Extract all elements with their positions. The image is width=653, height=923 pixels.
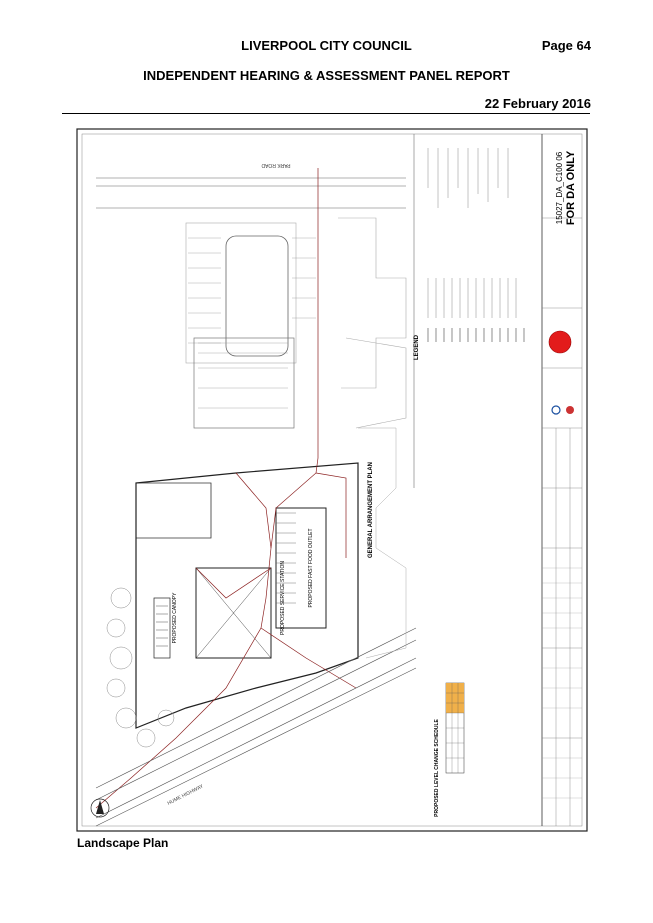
carpark-bays [188,237,316,344]
north-arrow [90,798,110,818]
page-number: Page 64 [541,38,591,53]
hume-highway [95,627,417,827]
sheet-inner-border [81,133,583,827]
plan-title: GENERAL ARRANGEMENT PLAN [368,462,374,558]
existing-carpark [225,235,289,357]
figure-caption: Landscape Plan [77,836,169,850]
schedule-highlight [446,683,464,713]
canopy-cross-2 [195,567,272,659]
titleblock-tick-rows [542,567,582,799]
neighbour-lots [185,217,407,429]
titleblock-rows [542,217,582,826]
report-date: 22 February 2016 [484,96,591,111]
site-plan-drawing: FOR DA ONLY 15027_DA_C100 06 LEGEND [76,128,588,832]
company-logo-mark [548,330,572,354]
legend-text-lines [427,148,517,318]
existing-building [193,337,295,429]
pylon-sign [153,597,171,659]
consultant-logo-dot [566,406,574,414]
schedule-rows [446,683,464,773]
consultant-logo-mark [551,405,561,415]
legend-entries [427,328,525,342]
sheet-border [76,128,588,832]
pylon-sign-hatch [156,605,168,647]
north-arrow-pointer [96,800,104,814]
fast-food-hatch [276,512,296,604]
drawing-number: 15027_DA_C100 06 [555,151,564,224]
service-station-label: PROPOSED SERVICE STATION [280,561,286,635]
site-boundary [135,462,359,729]
council-name: LIVERPOOL CITY COUNCIL [241,38,412,53]
existing-building-hatch [198,342,288,409]
canopy-label: PROPOSED CANOPY [172,592,178,644]
site-plan-svg: FOR DA ONLY 15027_DA_C100 06 LEGEND [76,128,588,832]
fast-food-building [275,507,327,629]
boundary-trees [106,587,175,748]
right-neighbour-buildings [358,427,407,659]
report-title: INDEPENDENT HEARING & ASSESSMENT PANEL R… [143,68,510,83]
header-divider [62,113,590,114]
park-road [96,177,406,209]
schedule-title: PROPOSED LEVEL CHANGE SCHEDULE [434,718,440,816]
legend-title: LEGEND [414,334,420,360]
park-road-label: PARK ROAD [261,162,290,168]
for-da-only-stamp: FOR DA ONLY [565,150,577,225]
service-station-canopy [195,567,272,659]
fast-food-label: PROPOSED FAST FOOD OUTLET [308,528,314,607]
